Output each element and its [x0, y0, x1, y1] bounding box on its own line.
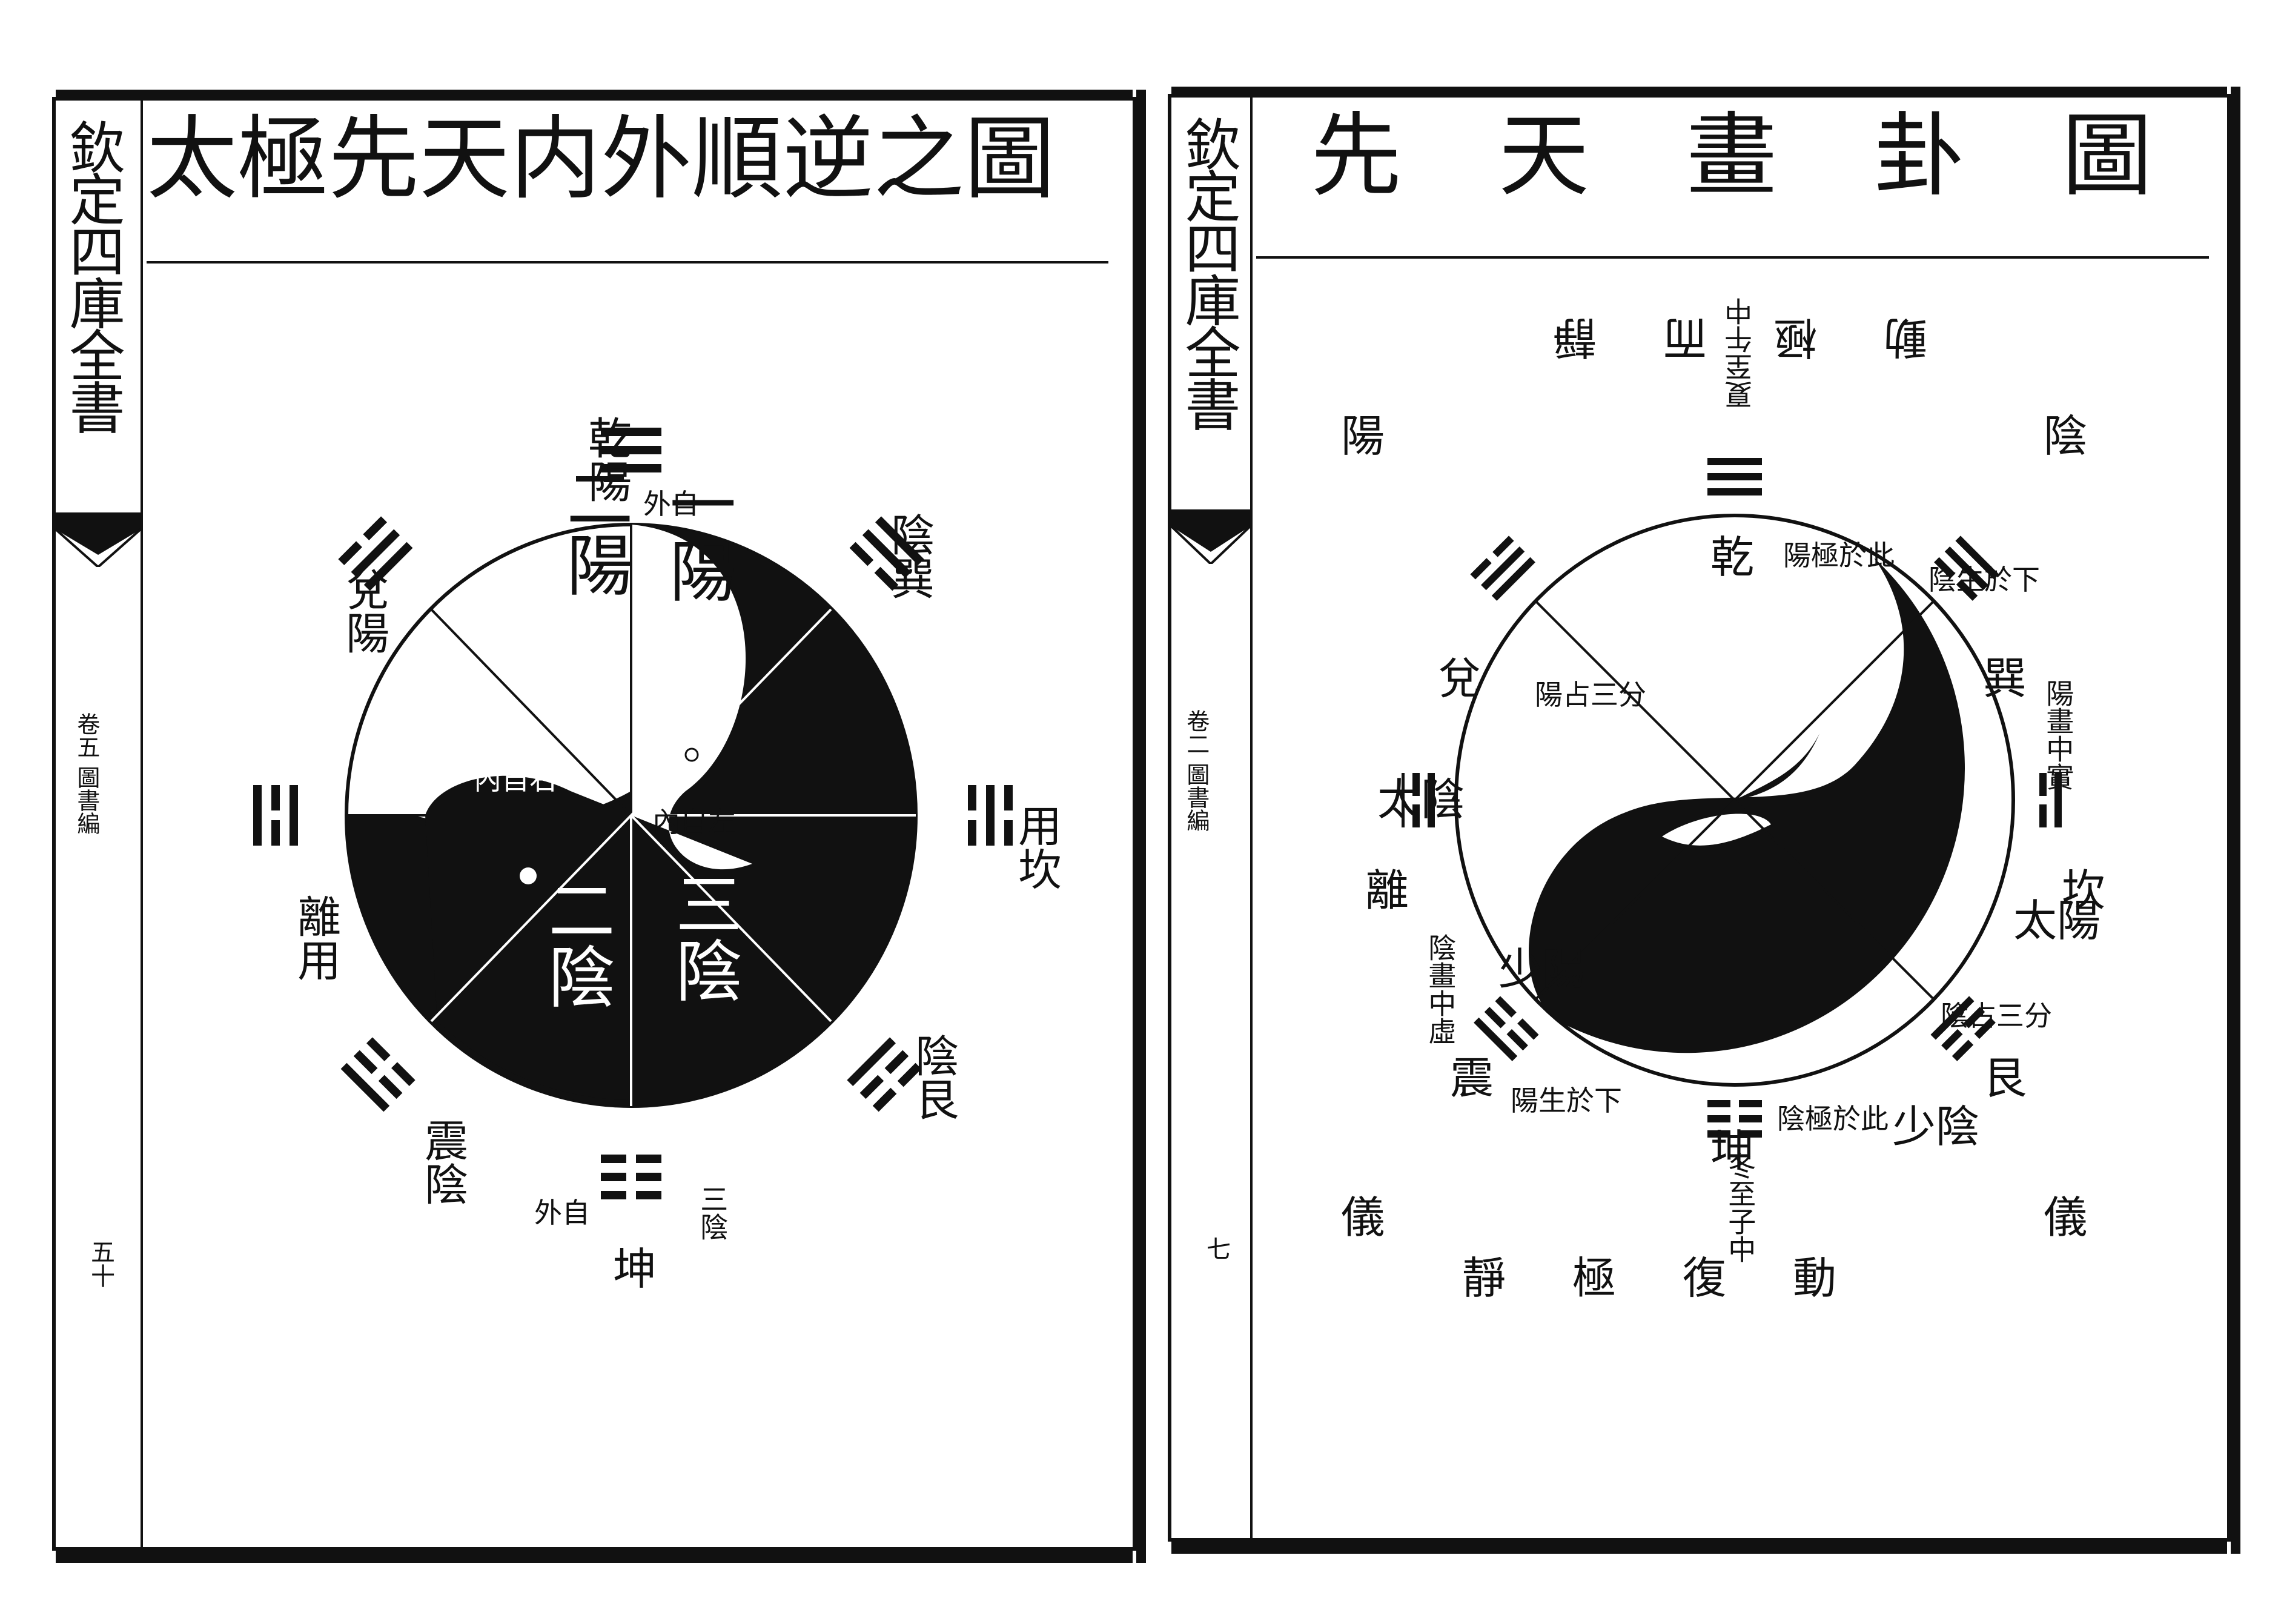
right-side-page-number: 七: [1202, 1236, 1230, 1261]
ring-label-kun-yin: 三陰: [696, 1185, 729, 1241]
left-title-rule: [147, 261, 1108, 263]
right-trigram-kan: 坎: [2062, 865, 2106, 916]
ring-label-qian-note: 外自: [643, 488, 699, 520]
right-trigram-li: 離: [1365, 865, 1409, 916]
right-page-side-border: [2231, 87, 2240, 1554]
right-note-shao-yin: 少陰: [1892, 1101, 1980, 1152]
inner-center-right: 內自左: [652, 806, 736, 838]
right-trigram-qian: 乾: [1710, 532, 1755, 583]
right-note-zhen: 陽生於下: [1511, 1084, 1622, 1117]
bottom-text: 靜極復動: [1462, 1253, 1904, 1304]
bottom-center-label: 冬至子中: [1724, 1152, 1757, 1263]
ring-label-gen: 陰艮: [907, 1033, 959, 1121]
left-side-title: 欽定四庫全書: [60, 119, 125, 431]
inner-label-yin3: 三陰: [664, 870, 742, 1003]
ring-label-kan: 用坎: [1010, 803, 1062, 890]
right-note-dui: 陽占三分: [1535, 678, 1646, 711]
left-side-meta: 卷五 圖書編: [73, 712, 100, 835]
ring-label-dui: 兌陽: [338, 567, 389, 654]
right-note-shao-yang: 少陽: [1498, 944, 1586, 995]
inner-label-yin2: 二陰: [537, 876, 615, 1009]
inner-center-left: 內自右: [474, 763, 557, 796]
right-note-kan: 陽畫中實: [2042, 679, 2075, 790]
left-page-top-border: [56, 90, 1133, 98]
right-note-tai-yin: 太陰: [1377, 774, 1465, 825]
right-note-li: 陰畫中虛: [1424, 933, 1457, 1045]
left-side-column: 欽定四庫全書 卷五 圖書編 五十: [56, 101, 143, 1547]
ring-label-li: 離用: [290, 894, 341, 981]
right-fishtail-mark: [1171, 509, 1250, 564]
right-page-top-border: [1171, 87, 2227, 95]
ring-label-qian: 乾陽: [580, 416, 632, 503]
left-side-page-number: 五十: [87, 1239, 114, 1288]
left-taiji-diagram: [253, 428, 1013, 1199]
right-trigram-gen: 艮: [1983, 1053, 2027, 1104]
left-page-side-border: [1136, 90, 1146, 1563]
corner-top-left: 陽: [1341, 411, 1385, 462]
right-side-meta: 卷二 圖書編: [1182, 709, 1210, 832]
ring-label-kun: 坤: [613, 1244, 657, 1294]
right-note-kun: 陰極於此: [1777, 1102, 1889, 1135]
left-page-title: 太極先天内外順逆之圖: [147, 107, 1056, 212]
right-trigram-dui: 兌: [1438, 653, 1482, 704]
right-note-qian: 陽極於此: [1783, 539, 1895, 572]
top-center-label: 夏至午中: [1724, 297, 1756, 409]
right-note-gen: 陰占三分: [1941, 999, 2052, 1032]
ring-label-zhen: 震陰: [417, 1118, 468, 1205]
right-page-bottom-border: [1171, 1540, 2227, 1554]
right-trigram-zhen: 震: [1450, 1053, 1494, 1104]
left-page: 欽定四庫全書 卷五 圖書編 五十 太極先天内外順逆之圖: [52, 90, 1146, 1563]
left-page-bottom-border: [56, 1549, 1133, 1563]
left-fishtail-mark: [56, 512, 141, 567]
right-yinyang-diagram: [1402, 458, 2062, 1138]
right-title-rule: [1256, 256, 2209, 259]
inner-label-yang1: 一陽: [658, 470, 736, 603]
right-trigram-xun: 巽: [1983, 653, 2027, 704]
right-side-column: 欽定四庫全書 卷二 圖書編 七: [1171, 98, 1253, 1538]
right-note-tai-yang: 太陽: [2013, 895, 2101, 946]
right-side-title: 欽定四庫全書: [1176, 116, 1240, 428]
inner-label-yang2: 二陽: [555, 464, 633, 597]
top-text: 動極而靜: [1486, 312, 1928, 363]
right-trigram-kun: 坤: [1710, 1125, 1755, 1176]
corner-bottom-left: 儀: [1341, 1192, 1385, 1243]
right-page-title: 先天畫卦圖: [1311, 104, 2250, 209]
corner-top-right: 陰: [2044, 411, 2088, 462]
corner-bottom-right: 儀: [2044, 1192, 2088, 1243]
right-page: 欽定四庫全書 卷二 圖書編 七 先天畫卦圖 陽 陰 儀 儀 動極而靜 靜極復動 …: [1168, 87, 2240, 1554]
right-note-xun: 陰生於下: [1928, 563, 2040, 596]
ring-label-kun-note: 外自: [534, 1196, 590, 1229]
ring-label-xun: 陰巽: [883, 512, 935, 600]
